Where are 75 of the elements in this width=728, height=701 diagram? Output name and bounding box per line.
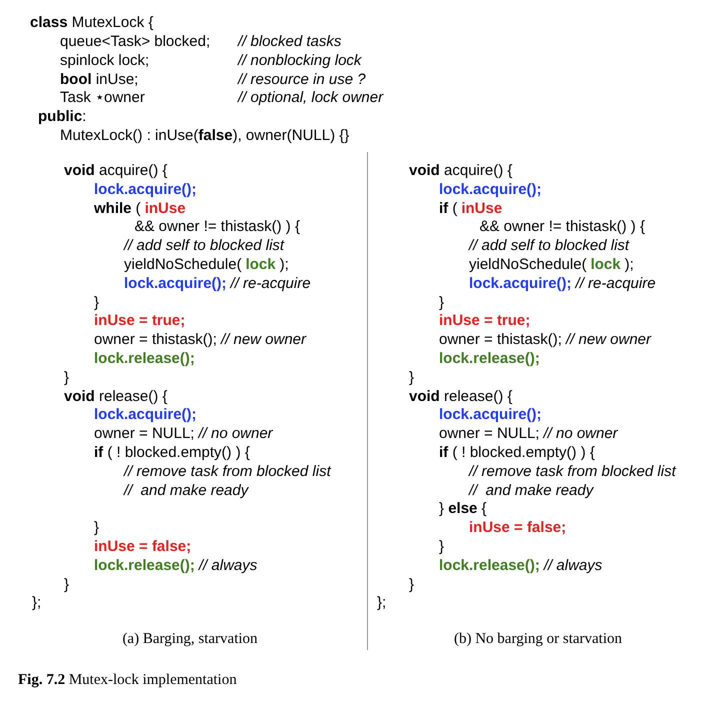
code-text: owner = thistask(); xyxy=(94,330,217,350)
code-comment: // re-acquire xyxy=(576,274,656,293)
code-text: public: xyxy=(38,108,86,125)
code-text: owner = NULL; xyxy=(94,424,194,444)
code-comment: // optional, lock owner xyxy=(238,89,384,106)
code-text: lock.acquire(); xyxy=(94,405,197,424)
code-text: lock.acquire(); xyxy=(94,180,197,199)
code-text: } else { xyxy=(439,499,487,518)
code-text: ); xyxy=(624,255,634,274)
code-text: spinlock lock; xyxy=(60,52,150,69)
code-comment: // blocked tasks xyxy=(238,33,342,50)
code-text: inUse = true; xyxy=(94,311,186,330)
code-text: inUse xyxy=(144,198,186,218)
code-text: lock.acquire(); xyxy=(439,180,542,199)
code-comment: // no owner xyxy=(198,424,273,444)
code-text: void release() { xyxy=(409,386,512,406)
code-text: }; xyxy=(377,593,386,612)
code-text: inUse = false; xyxy=(469,518,566,538)
code-text: MutexLock() : inUse(false), owner(NULL) {} xyxy=(60,127,350,144)
code-text: lock.acquire(); xyxy=(469,274,572,293)
code-comment: // add self to blocked list xyxy=(124,236,284,256)
code-text: } xyxy=(64,368,70,387)
code-text: inUse = true; xyxy=(439,311,530,330)
code-text: lock xyxy=(590,255,621,274)
code-comment: // no owner xyxy=(543,424,618,444)
code-comment: // resource in use ? xyxy=(238,71,366,88)
code-text: void acquire() { xyxy=(64,161,168,180)
code-comment: // nonblocking lock xyxy=(238,52,362,69)
code-comment: // remove task from blocked list xyxy=(124,462,331,481)
code-text: inUse xyxy=(461,198,502,218)
code-comment: // remove task from blocked list xyxy=(469,462,676,481)
code-text: yieldNoSchedule( xyxy=(124,255,242,274)
code-text: } xyxy=(94,518,100,538)
code-comment: // new owner xyxy=(220,330,306,350)
code-text: inUse = false; xyxy=(94,537,192,556)
code-comment: // re-acquire xyxy=(230,274,311,293)
code-comment: // and make ready xyxy=(469,480,594,500)
code-comment: // and make ready xyxy=(124,480,248,500)
code-text: if ( ! blocked.empty() ) { xyxy=(94,443,250,462)
figure-caption: Fig. 7.2 Mutex-lock implementation xyxy=(18,671,237,690)
code-text: } xyxy=(409,368,414,387)
code-text: lock.release(); xyxy=(94,556,195,575)
code-text: Task ⋆owner xyxy=(60,89,145,106)
code-text: } xyxy=(64,574,70,594)
code-text: owner = thistask(); xyxy=(439,330,562,350)
code-text: lock.release(); xyxy=(94,349,195,368)
code-text: && owner != thistask() ) { xyxy=(480,217,645,236)
code-text: ); xyxy=(280,255,289,274)
code-text: lock.release(); xyxy=(439,349,540,368)
code-text: } xyxy=(439,292,444,312)
subcaption: (b) No barging or starvation xyxy=(452,630,624,649)
code-text: && owner != thistask() ) { xyxy=(134,217,300,236)
code-comment: // add self to blocked list xyxy=(469,236,630,256)
code-text: lock xyxy=(246,255,276,274)
code-text: if ( xyxy=(439,198,458,218)
code-text: lock.release(); xyxy=(439,556,540,575)
code-text: if ( ! blocked.empty() ) { xyxy=(439,443,595,462)
code-text: bool inUse; xyxy=(60,71,138,88)
code-text: while ( xyxy=(94,198,141,218)
code-text: yieldNoSchedule( xyxy=(469,255,587,274)
code-text: } xyxy=(439,537,444,556)
code-text: void release() { xyxy=(64,386,168,406)
code-text: class MutexLock { xyxy=(30,14,154,31)
code-comment: // new owner xyxy=(566,330,652,350)
code-text: void acquire() { xyxy=(409,161,512,180)
subcaption: (a) Barging, starvation xyxy=(121,630,259,649)
code-comment: // always xyxy=(544,556,602,575)
code-text: queue<Task> blocked; xyxy=(60,33,210,50)
code-text: }; xyxy=(32,593,42,612)
code-text: owner = NULL; xyxy=(439,424,540,444)
code-text: lock.acquire(); xyxy=(439,405,542,424)
code-text: } xyxy=(409,574,414,594)
code-comment: // always xyxy=(198,556,258,575)
code-text: } xyxy=(94,292,100,312)
code-text: lock.acquire(); xyxy=(124,274,227,293)
